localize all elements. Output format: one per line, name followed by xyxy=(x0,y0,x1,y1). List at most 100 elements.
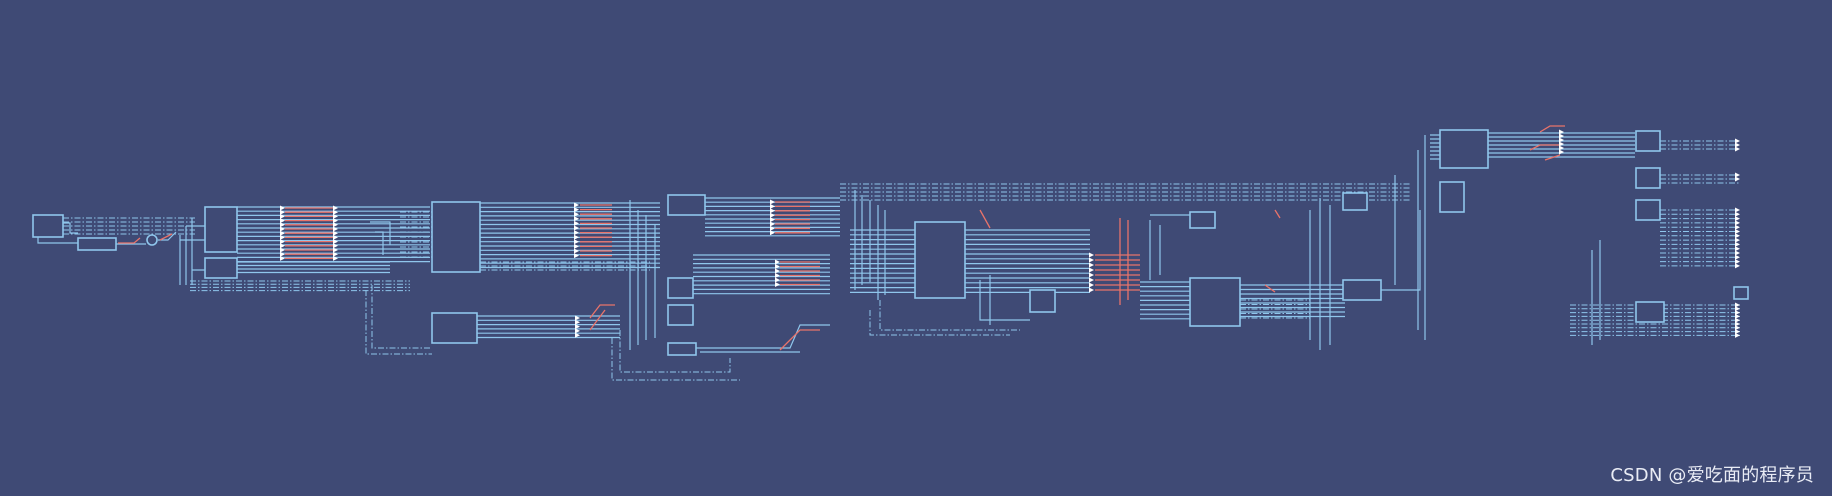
stage3-pin xyxy=(770,208,775,214)
stage1-feed-net xyxy=(179,218,193,285)
output-pin xyxy=(1735,310,1740,316)
output-pin xyxy=(1735,250,1740,256)
control-sub-block[interactable] xyxy=(1439,181,1465,213)
alu-block-b[interactable] xyxy=(667,304,694,326)
stage1-pin xyxy=(333,255,338,261)
output-pin xyxy=(1735,254,1740,260)
output-pin xyxy=(1735,207,1740,213)
output-pin xyxy=(1735,241,1740,247)
output-reg-b[interactable] xyxy=(1635,167,1661,189)
register-block-a[interactable] xyxy=(204,206,238,253)
stage2-pin xyxy=(574,253,579,259)
stage3-highlight-bus xyxy=(775,201,810,234)
hazard-block[interactable] xyxy=(1342,192,1368,211)
input-buffer-block[interactable] xyxy=(77,237,117,251)
output-pin xyxy=(1735,246,1740,252)
stage3-lower-highlight xyxy=(780,261,820,286)
register-block-b[interactable] xyxy=(204,257,238,279)
stage1-pin xyxy=(280,243,285,249)
dashed-nets xyxy=(63,140,1740,381)
output-reg-a[interactable] xyxy=(1635,130,1661,152)
forward-unit-block[interactable] xyxy=(1189,211,1216,229)
central-out-pin xyxy=(1089,272,1094,278)
control-pin xyxy=(1559,133,1564,139)
stage1-pin xyxy=(333,230,338,236)
alu-block-a[interactable] xyxy=(667,277,694,299)
stage1-pin xyxy=(280,218,285,224)
output-port-block[interactable] xyxy=(1733,286,1749,300)
input-port-block[interactable] xyxy=(32,214,64,238)
port-pins xyxy=(280,129,1740,338)
stage1-pin xyxy=(280,205,285,211)
stage1-highlight-bus xyxy=(285,207,335,260)
forward-net xyxy=(1149,214,1190,280)
control-pin xyxy=(1559,149,1564,155)
stage2-pin xyxy=(574,239,579,245)
input-dashed-bus xyxy=(63,217,195,235)
solid-nets xyxy=(37,132,1635,353)
central-out-pin xyxy=(1089,287,1094,293)
memory-block[interactable] xyxy=(1189,277,1241,327)
central-sub-block[interactable] xyxy=(1029,289,1056,313)
central-dashed-loop xyxy=(869,300,1020,336)
stage1-pin xyxy=(280,209,285,215)
logic-blocks[interactable] xyxy=(32,129,1749,356)
output-dashed-c xyxy=(1660,209,1740,267)
central-out-pin xyxy=(1089,257,1094,263)
mux-pin xyxy=(575,328,580,334)
mux-out-bus xyxy=(477,315,620,339)
output-pin xyxy=(1735,138,1740,144)
control-unit-block[interactable] xyxy=(1439,129,1489,169)
stage2-dashed-out xyxy=(480,261,650,271)
output-pin xyxy=(1735,329,1740,335)
output-pin xyxy=(1735,263,1740,269)
central-out-highlight xyxy=(1095,254,1140,291)
central-out-bus xyxy=(965,229,1090,293)
stage1-pin xyxy=(280,222,285,228)
stage2-pin xyxy=(574,248,579,254)
stage1-pin xyxy=(280,247,285,253)
control-pin xyxy=(1559,129,1564,135)
output-pin xyxy=(1735,325,1740,331)
stage1-pin xyxy=(333,239,338,245)
input-link-net xyxy=(63,222,78,234)
stage3-lower-pin xyxy=(775,268,780,274)
register-file-block[interactable] xyxy=(431,201,481,273)
output-reg-c[interactable] xyxy=(1635,199,1661,221)
mux-pin xyxy=(575,324,580,330)
output-dashed-b xyxy=(1660,174,1740,184)
central-vertical-net xyxy=(854,190,886,300)
inverter-bubble xyxy=(146,234,158,246)
stage3-pin xyxy=(770,203,775,209)
writeback-block[interactable] xyxy=(1342,279,1382,301)
stage1-pin xyxy=(333,209,338,215)
alu-block-c[interactable] xyxy=(667,342,697,356)
output-pin xyxy=(1735,317,1740,323)
output-pin xyxy=(1735,313,1740,319)
stage3-pin xyxy=(770,230,775,236)
stage1-pin xyxy=(333,247,338,253)
control-in-bus xyxy=(1430,134,1440,160)
memory-in-bus xyxy=(1140,281,1190,320)
stage2-pin xyxy=(574,225,579,231)
output-pin xyxy=(1735,237,1740,243)
stage1-pin xyxy=(280,239,285,245)
stage3-pin xyxy=(770,217,775,223)
central-out-pin xyxy=(1089,277,1094,283)
stage1-pin xyxy=(280,234,285,240)
stage2-dashed-in xyxy=(400,211,432,258)
mux-highlight-net xyxy=(589,304,615,331)
mux-block[interactable] xyxy=(431,312,478,344)
stage3-lower-pin xyxy=(775,282,780,287)
control-pin xyxy=(1559,141,1564,147)
stage3-main-bus xyxy=(705,197,840,237)
control-vertical-net xyxy=(1417,135,1426,340)
stage1-join-net xyxy=(180,225,205,271)
alu-control-block[interactable] xyxy=(667,194,706,216)
central-datapath-block[interactable] xyxy=(914,221,966,299)
output-pin xyxy=(1735,172,1740,178)
output-reg-d[interactable] xyxy=(1635,301,1665,323)
watermark: CSDN @爱吃面的程序员 xyxy=(1610,465,1814,486)
stage2-pin xyxy=(574,234,579,240)
